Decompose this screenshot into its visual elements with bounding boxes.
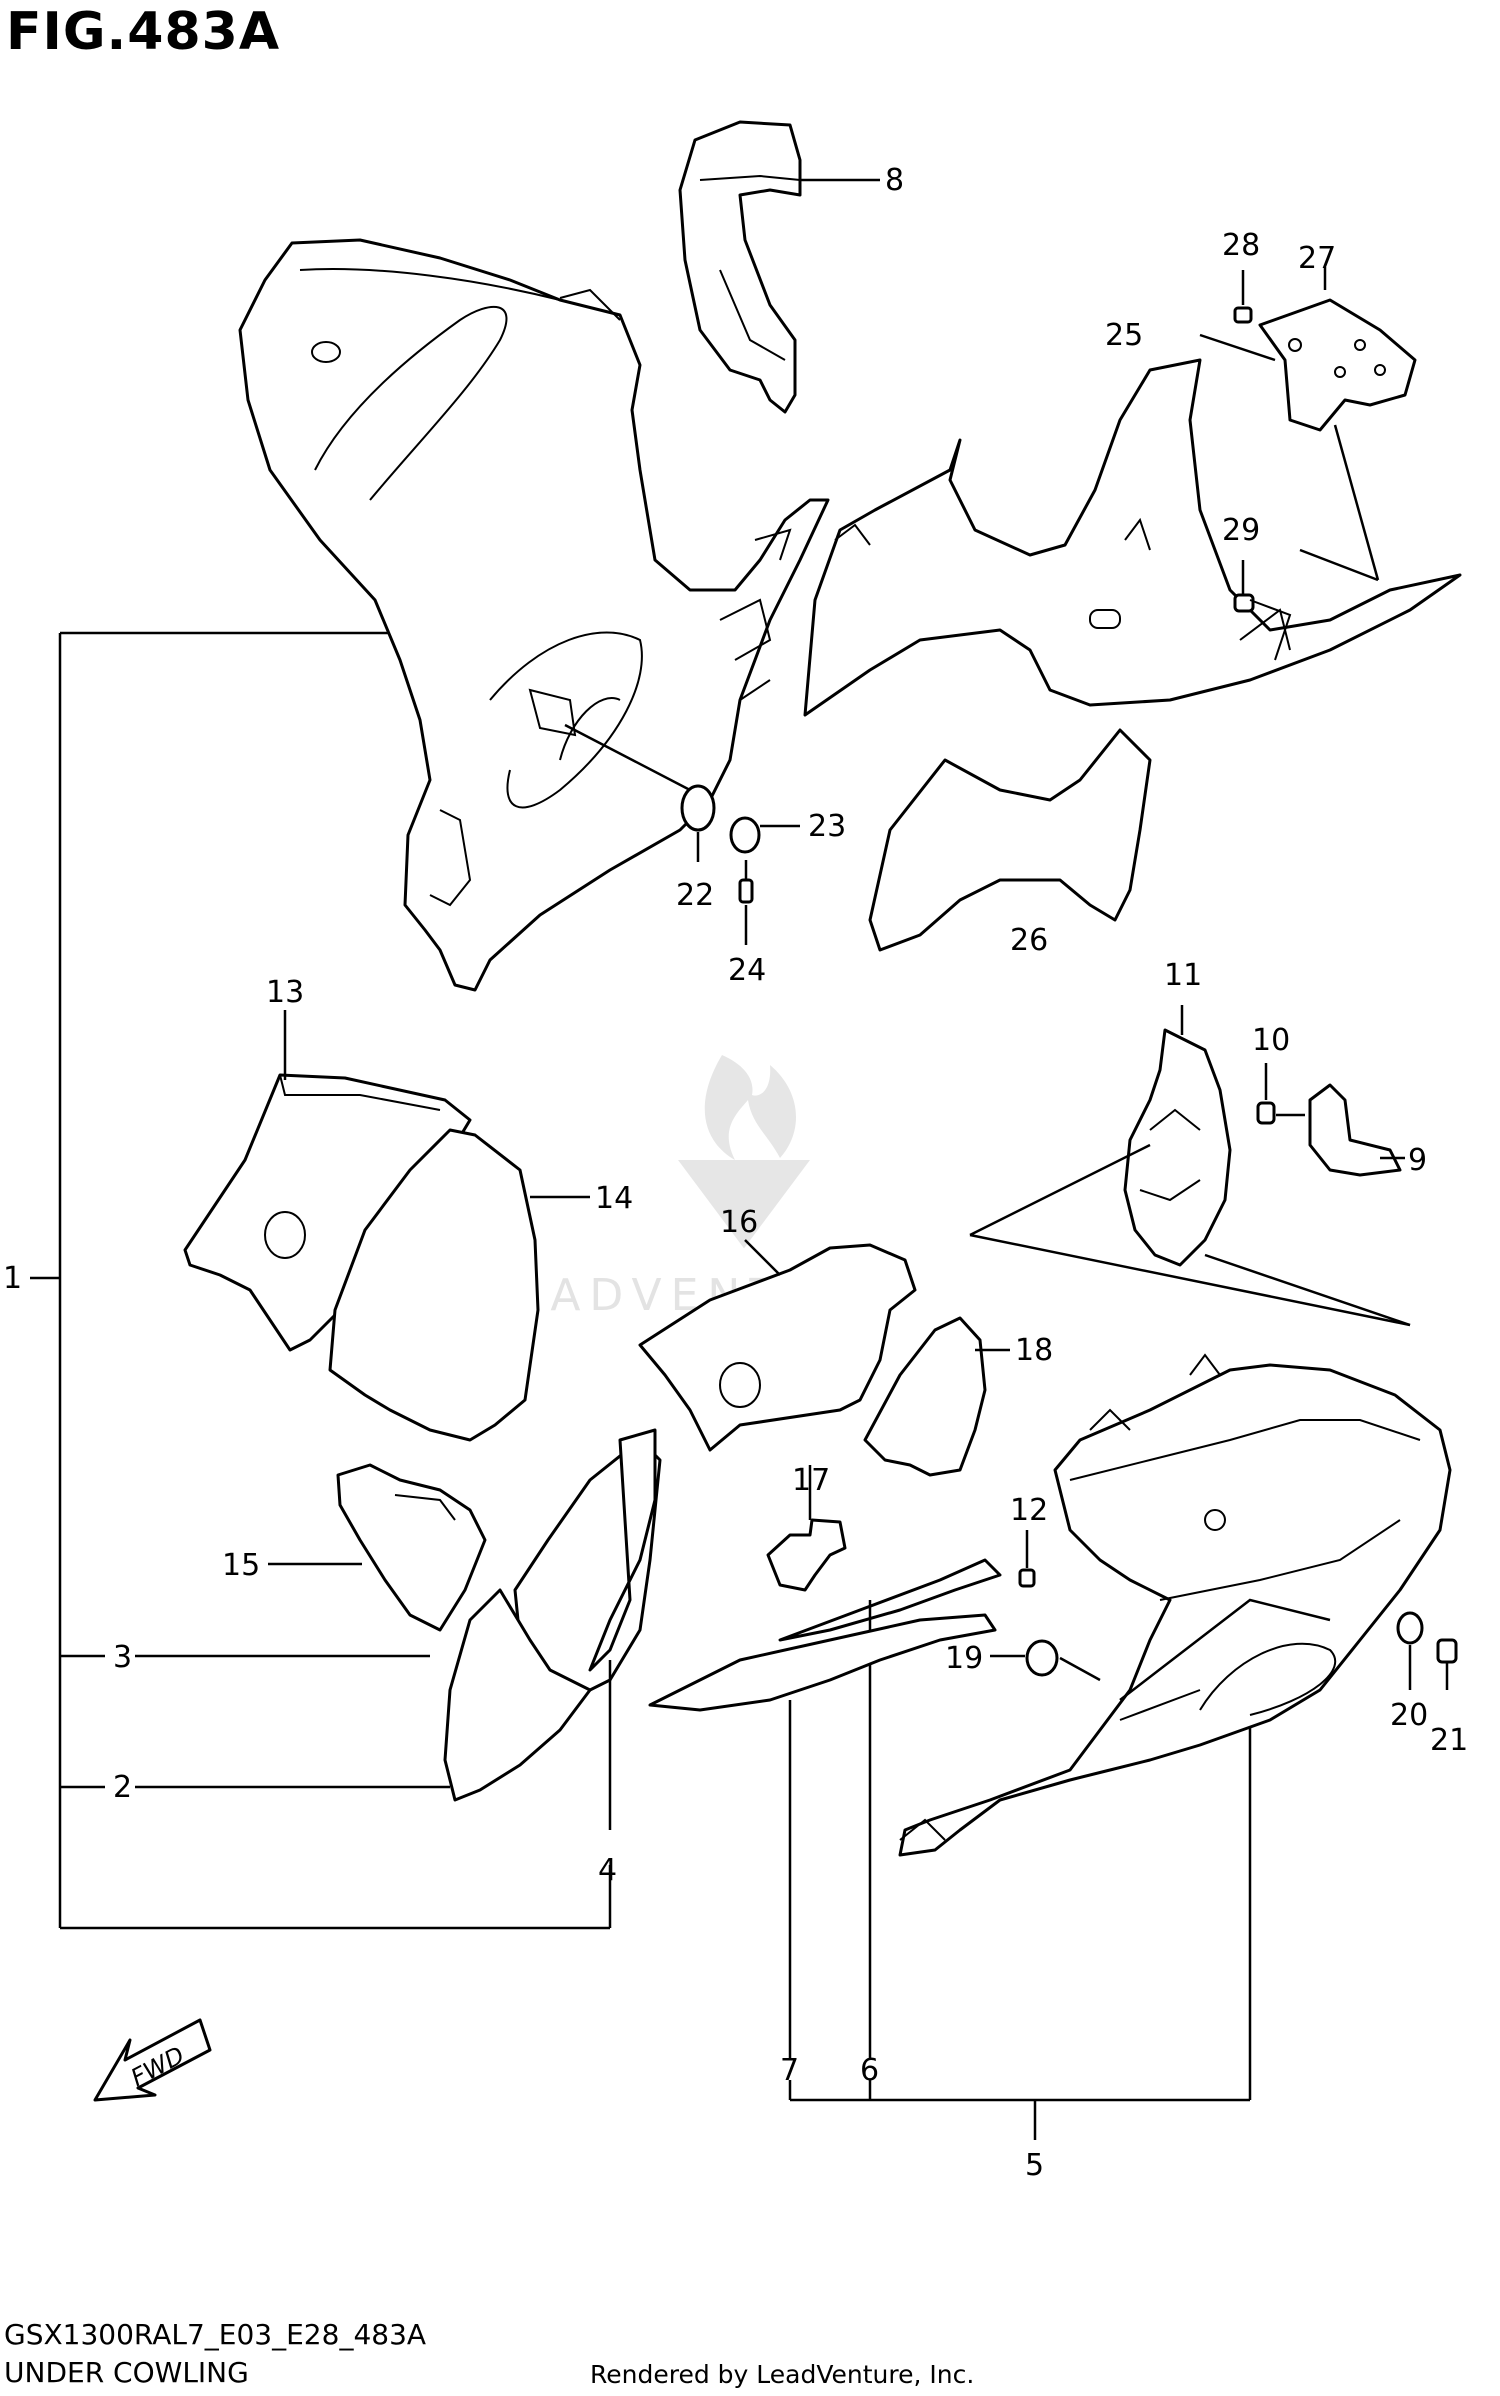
part-25-side-panel [803, 358, 1462, 717]
part-11-inner-cover [969, 1005, 1411, 1327]
part-23-nut [729, 816, 800, 854]
part-label-7: 7 [780, 2053, 799, 2088]
section-name: UNDER COWLING [4, 2356, 249, 2389]
part-label-8: 8 [885, 163, 904, 198]
part-19-nut [990, 1639, 1101, 1682]
figure-title: FIG.483A [6, 2, 281, 62]
part-5-lower-cowling [898, 1353, 1452, 1857]
fwd-arrow-icon: FWD [93, 2018, 212, 2102]
part-label-16: 16 [720, 1205, 758, 1240]
part-18-panel [863, 1316, 1010, 1477]
part-21-bolt [1436, 1638, 1458, 1690]
part-label-23: 23 [808, 809, 846, 844]
part-label-26: 26 [1010, 923, 1048, 958]
part-label-5: 5 [1025, 2148, 1044, 2183]
part-10-screw [1256, 1063, 1305, 1125]
watermark-logo [678, 1055, 810, 1249]
part-label-10: 10 [1252, 1023, 1290, 1058]
part-label-27: 27 [1298, 241, 1336, 276]
part-label-9: 9 [1408, 1143, 1427, 1178]
part-label-12: 12 [1010, 1493, 1048, 1528]
part-12-screw [1018, 1530, 1036, 1588]
part-label-22: 22 [676, 878, 714, 913]
bracket-group-1 [30, 631, 612, 1930]
part-27-bracket [1199, 267, 1417, 582]
part-29-grommet [1233, 560, 1292, 661]
part-label-25: 25 [1105, 318, 1143, 353]
part-9-bracket [1308, 1083, 1405, 1177]
part-label-6: 6 [860, 2053, 879, 2088]
part-label-3: 3 [113, 1640, 132, 1675]
part-14-panel [328, 1128, 590, 1442]
part-label-17: 17 [792, 1463, 830, 1498]
part-label-14: 14 [595, 1181, 633, 1216]
part-28-bolt [1233, 270, 1253, 324]
part-20-washer [1396, 1611, 1424, 1690]
part-label-11: 11 [1164, 958, 1202, 993]
part-26-panel [868, 728, 1152, 952]
part-22-grommet [564, 723, 716, 862]
part-label-4: 4 [598, 1853, 617, 1888]
part-7-strip [648, 1613, 997, 2060]
part-label-15: 15 [222, 1548, 260, 1583]
part-label-20: 20 [1390, 1698, 1428, 1733]
part-label-29: 29 [1222, 513, 1260, 548]
part-label-19: 19 [945, 1641, 983, 1676]
part-24-bolt [738, 860, 754, 945]
part-8-duct [678, 120, 880, 414]
part-2-panel [135, 1588, 592, 1802]
part-label-13: 13 [266, 975, 304, 1010]
render-credit: Rendered by LeadVenture, Inc. [590, 2360, 975, 2389]
part-label-28: 28 [1222, 228, 1260, 263]
part-4-panel [588, 1428, 657, 1830]
part-17-hose [766, 1465, 847, 1592]
model-code: GSX1300RAL7_E03_E28_483A [4, 2318, 427, 2351]
part-label-1: 1 [3, 1261, 22, 1296]
part-label-2: 2 [113, 1770, 132, 1805]
part-15-bracket [268, 1463, 487, 1632]
part-label-18: 18 [1015, 1333, 1053, 1368]
bracket-group-5 [788, 1720, 1252, 2140]
part-label-24: 24 [728, 953, 766, 988]
part-label-21: 21 [1430, 1723, 1468, 1758]
part-6-strip [778, 1558, 1002, 2060]
part-16-cover [638, 1239, 917, 1452]
